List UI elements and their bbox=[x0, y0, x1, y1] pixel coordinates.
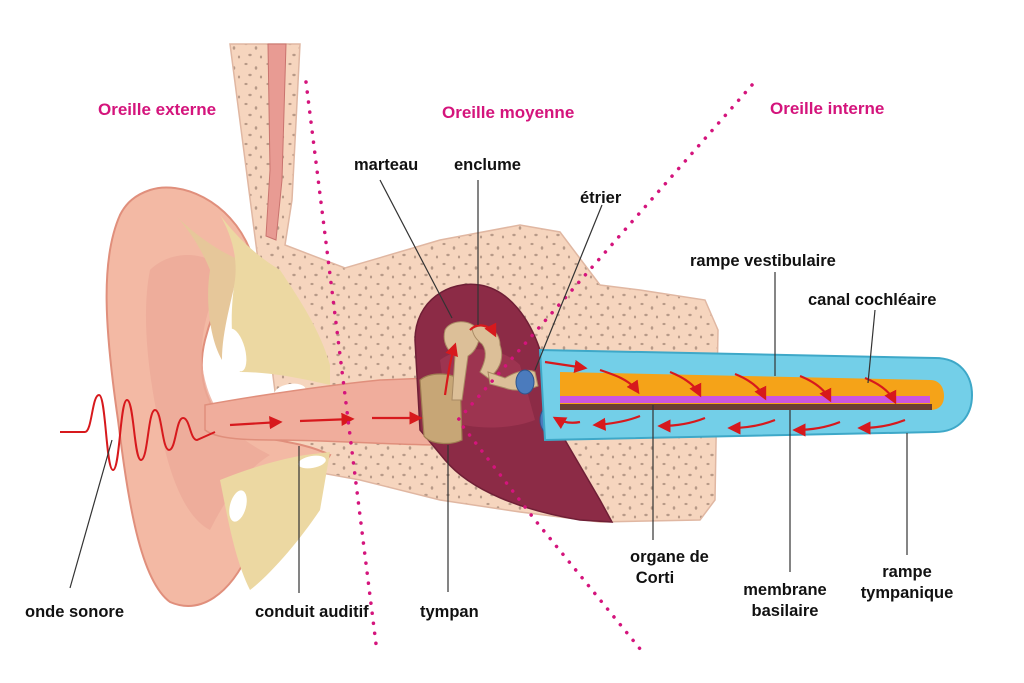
label-marteau: marteau bbox=[354, 156, 418, 174]
eardrum bbox=[419, 373, 463, 445]
organ-of-corti-strip bbox=[560, 396, 930, 403]
oval-window bbox=[515, 369, 535, 395]
basilar-membrane-strip bbox=[560, 404, 932, 410]
label-canal-cochleaire: canal cochléaire bbox=[808, 291, 936, 309]
label-rampe-vestibulaire: rampe vestibulaire bbox=[690, 252, 836, 270]
incus bbox=[471, 325, 503, 379]
label-rampe-tympanique-line1: rampe bbox=[882, 563, 932, 581]
divider-middle-inner bbox=[455, 83, 754, 657]
label-organe-de-corti-line1: organe de bbox=[630, 548, 709, 566]
label-enclume: enclume bbox=[454, 156, 521, 174]
label-membrane-basilaire-line1: membrane bbox=[743, 581, 826, 599]
label-membrane-basilaire-line2: basilaire bbox=[752, 602, 819, 620]
sound-wave bbox=[60, 393, 216, 472]
label-conduit-auditif: conduit auditif bbox=[255, 603, 369, 621]
zone-title-inner: Oreille interne bbox=[770, 99, 884, 118]
propagation-arrows bbox=[229, 322, 906, 437]
cochlea bbox=[538, 348, 974, 442]
label-etrier: étrier bbox=[580, 189, 622, 207]
ear-canal bbox=[204, 377, 441, 446]
label-rampe-tympanique-line2: tympanique bbox=[861, 584, 954, 602]
zone-title-middle: Oreille moyenne bbox=[442, 103, 574, 122]
zone-title-outer: Oreille externe bbox=[98, 100, 216, 119]
label-onde-sonore: onde sonore bbox=[25, 603, 124, 621]
label-tympan: tympan bbox=[420, 603, 479, 621]
leader-lines bbox=[69, 179, 908, 593]
label-organe-de-corti-line2: Corti bbox=[636, 569, 675, 587]
zone-dividers bbox=[304, 80, 754, 657]
